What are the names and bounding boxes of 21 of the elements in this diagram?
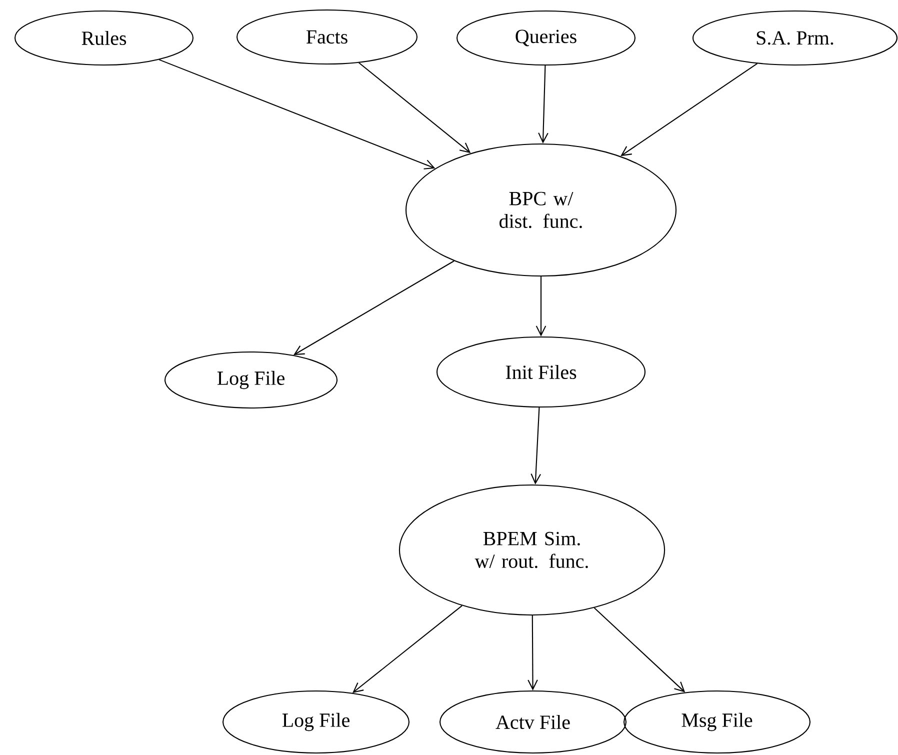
ellipse-node: Log File xyxy=(164,351,338,409)
arrow xyxy=(293,260,454,356)
ellipse-node: Init Files xyxy=(436,336,646,408)
ellipse-node: Log File xyxy=(222,690,410,754)
arrow xyxy=(536,276,546,336)
ellipse-node: BPEM Sim. w/ rout. func. xyxy=(398,484,666,616)
arrow xyxy=(352,605,462,693)
arrow xyxy=(358,62,471,154)
ellipse-node: S.A. Prm. xyxy=(692,10,898,66)
ellipse-node: Facts xyxy=(236,9,418,65)
arrow xyxy=(528,616,538,690)
ellipse-node: Actv File xyxy=(439,690,627,754)
arrow xyxy=(594,608,686,692)
arrow xyxy=(538,66,548,144)
ellipse-node: Msg File xyxy=(623,690,811,754)
ellipse-node: BPC w/ dist. func. xyxy=(405,143,677,277)
arrow xyxy=(620,63,758,156)
arrow xyxy=(530,408,541,484)
ellipse-node: Rules xyxy=(14,10,194,66)
ellipse-node: Queries xyxy=(456,10,636,66)
arrow xyxy=(158,59,436,170)
